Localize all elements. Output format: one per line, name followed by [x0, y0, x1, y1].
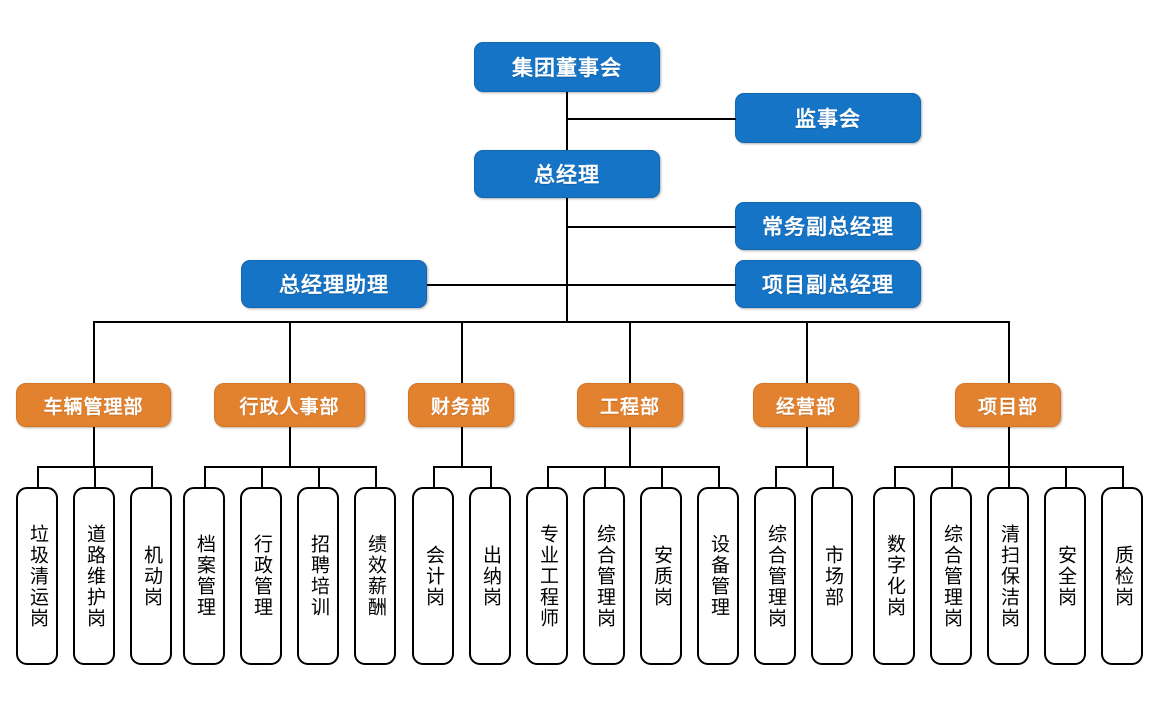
connector-bus-to-dept-0 — [93, 321, 95, 383]
position-box[interactable]: 安全岗 — [1044, 487, 1086, 665]
connector-bus-to-dept-1 — [289, 321, 291, 383]
connector-spine-to-exec-deputy — [566, 226, 736, 228]
position-box[interactable]: 行政管理 — [240, 487, 282, 665]
connector-dept-3-leaf-3 — [718, 466, 720, 488]
position-box[interactable]: 数字化岗 — [873, 487, 915, 665]
connector-board-to-gm — [566, 92, 568, 150]
connector-dept-1-leaf-3 — [375, 466, 377, 488]
dept-box-admin-hr[interactable]: 行政人事部 — [214, 383, 365, 427]
connector-dept-2-leaf-1 — [490, 466, 492, 488]
connector-dept-3-leaf-0 — [547, 466, 549, 488]
node-gm-assistant[interactable]: 总经理助理 — [241, 260, 427, 308]
connector-dept-5-leaf-2 — [1008, 466, 1010, 488]
node-executive-deputy-gm[interactable]: 常务副总经理 — [735, 202, 921, 250]
connector-dept-1-drop — [289, 427, 291, 467]
position-box[interactable]: 垃圾清运岗 — [16, 487, 58, 665]
position-box[interactable]: 市场部 — [811, 487, 853, 665]
position-box[interactable]: 道路维护岗 — [73, 487, 115, 665]
connector-dept-3-drop — [629, 427, 631, 467]
connector-dept-2-drop — [461, 427, 463, 467]
connector-gm-to-department-bus — [566, 198, 568, 322]
connector-bus-to-dept-5 — [1008, 321, 1010, 383]
connector-bus-to-dept-3 — [629, 321, 631, 383]
connector-dept-3-bus — [547, 466, 718, 468]
connector-dept-5-leaf-3 — [1065, 466, 1067, 488]
connector-dept-0-leaf-2 — [151, 466, 153, 488]
connector-dept-0-leaf-0 — [37, 466, 39, 488]
connector-dept-3-leaf-1 — [604, 466, 606, 488]
connector-dept-0-leaf-1 — [94, 466, 96, 488]
connector-dept-4-leaf-1 — [832, 466, 834, 488]
connector-dept-5-leaf-1 — [951, 466, 953, 488]
connector-dept-1-leaf-1 — [261, 466, 263, 488]
position-box[interactable]: 综合管理岗 — [583, 487, 625, 665]
connector-dept-0-drop — [93, 427, 95, 467]
position-box[interactable]: 绩效薪酬 — [354, 487, 396, 665]
position-box[interactable]: 安质岗 — [640, 487, 682, 665]
position-box[interactable]: 招聘培训 — [297, 487, 339, 665]
connector-bus-to-dept-2 — [461, 321, 463, 383]
position-box[interactable]: 综合管理岗 — [754, 487, 796, 665]
connector-dept-3-leaf-2 — [661, 466, 663, 488]
node-general-manager[interactable]: 总经理 — [474, 150, 660, 198]
connector-dept-4-leaf-0 — [775, 466, 777, 488]
connector-department-bus — [93, 321, 1009, 323]
connector-dept-4-bus — [775, 466, 832, 468]
dept-box-finance[interactable]: 财务部 — [408, 383, 514, 427]
dept-box-project[interactable]: 项目部 — [955, 383, 1061, 427]
connector-dept-1-leaf-0 — [204, 466, 206, 488]
connector-gm-spine-to-supervisory — [566, 118, 736, 120]
position-box[interactable]: 出纳岗 — [469, 487, 511, 665]
position-box[interactable]: 综合管理岗 — [930, 487, 972, 665]
connector-dept-4-drop — [806, 427, 808, 467]
position-box[interactable]: 专业工程师 — [526, 487, 568, 665]
connector-dept-5-drop — [1008, 427, 1010, 467]
connector-dept-2-bus — [433, 466, 490, 468]
connector-dept-2-leaf-0 — [433, 466, 435, 488]
position-box[interactable]: 质检岗 — [1101, 487, 1143, 665]
position-box[interactable]: 档案管理 — [183, 487, 225, 665]
connector-dept-1-leaf-2 — [318, 466, 320, 488]
connector-dept-5-leaf-0 — [894, 466, 896, 488]
position-box[interactable]: 会计岗 — [412, 487, 454, 665]
dept-box-operations[interactable]: 经营部 — [753, 383, 859, 427]
connector-bus-to-dept-4 — [806, 321, 808, 383]
dept-box-vehicle-management[interactable]: 车辆管理部 — [16, 383, 171, 427]
position-box[interactable]: 设备管理 — [697, 487, 739, 665]
connector-spine-to-project-deputy — [566, 284, 736, 286]
connector-dept-5-leaf-4 — [1122, 466, 1124, 488]
node-supervisory-board[interactable]: 监事会 — [735, 93, 921, 143]
dept-box-engineering[interactable]: 工程部 — [577, 383, 683, 427]
connector-dept-1-bus — [204, 466, 375, 468]
position-box[interactable]: 清扫保洁岗 — [987, 487, 1029, 665]
node-board[interactable]: 集团董事会 — [474, 42, 660, 92]
position-box[interactable]: 机动岗 — [130, 487, 172, 665]
connector-spine-to-gm-assistant — [427, 284, 567, 286]
node-project-deputy-gm[interactable]: 项目副总经理 — [735, 260, 921, 308]
